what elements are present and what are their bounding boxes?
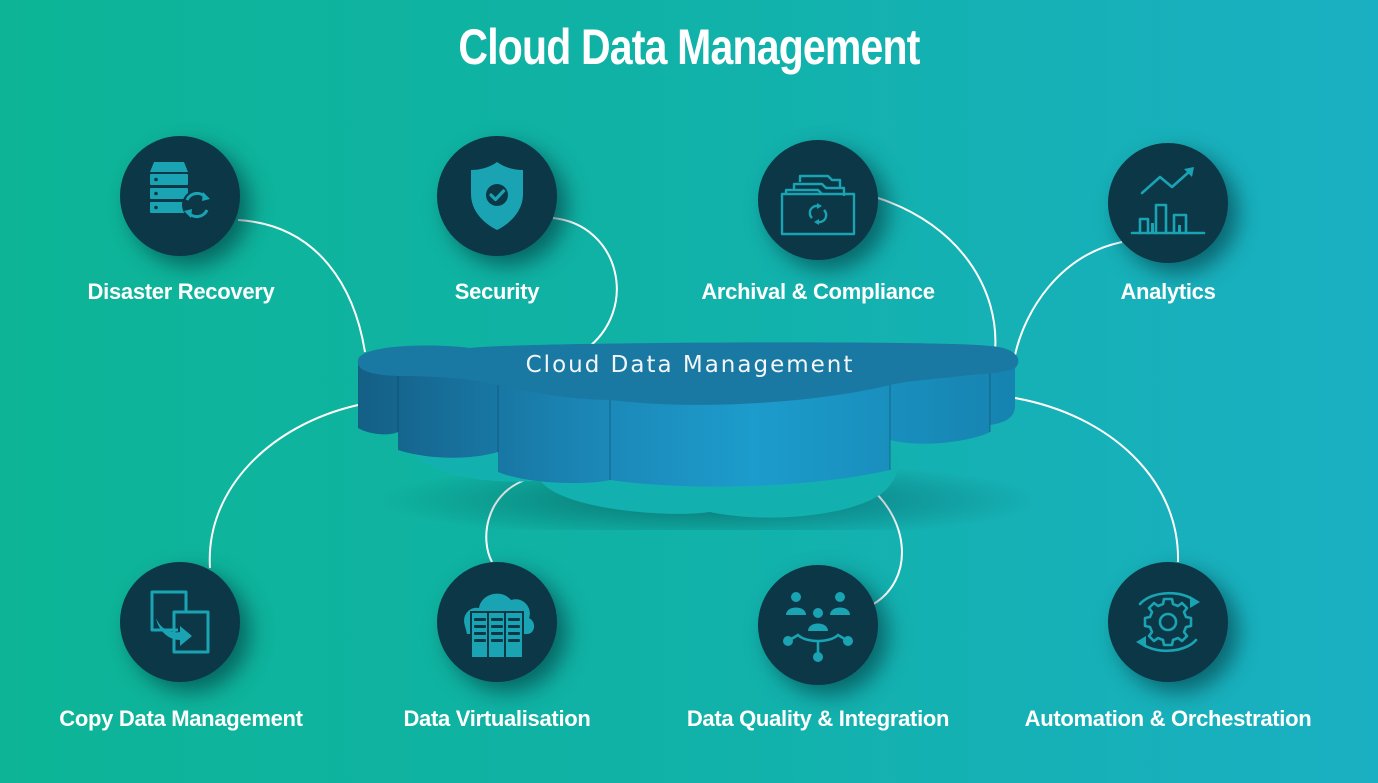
node-archival-compliance[interactable] (758, 140, 878, 260)
gear-cycle-icon (1136, 591, 1200, 653)
node-circle (120, 562, 240, 682)
cloud-servers-icon (464, 593, 535, 659)
node-circle (758, 565, 878, 685)
cloud-3d-shape (357, 342, 1040, 540)
node-circle (758, 140, 878, 260)
connector-archival (877, 197, 997, 353)
node-label-automation-orchestration: Automation & Orchestration (1024, 706, 1312, 731)
node-label-data-quality-integration: Data Quality & Integration (686, 706, 950, 731)
central-cloud: Cloud Data Management (350, 340, 1040, 540)
shield-check-icon (471, 162, 523, 230)
node-data-quality-integration[interactable] (758, 565, 878, 685)
connector-disaster-recovery (237, 219, 366, 353)
node-circle (437, 136, 557, 256)
node-circle (1108, 562, 1228, 682)
copy-transfer-icon (150, 590, 210, 654)
node-disaster-recovery[interactable] (120, 136, 240, 256)
connector-copy-data (208, 404, 359, 569)
connector-security (552, 217, 618, 351)
bar-chart-trend-icon (1130, 167, 1206, 235)
connector-analytics (1014, 241, 1123, 356)
node-label-analytics: Analytics (1120, 279, 1216, 304)
page-title: Cloud Data Management (458, 19, 920, 75)
people-network-icon (783, 592, 853, 662)
central-cloud-label: Cloud Data Management (525, 352, 855, 378)
node-circle (120, 136, 240, 256)
node-circle (1108, 143, 1228, 263)
connector-automation (1014, 397, 1180, 563)
node-data-virtualisation[interactable] (437, 562, 557, 682)
file-drawer-sync-icon (780, 174, 856, 236)
node-copy-data-management[interactable] (120, 562, 240, 682)
node-label-security: Security (454, 279, 540, 304)
node-circle (437, 562, 557, 682)
server-sync-icon (150, 162, 212, 220)
node-label-archival-compliance: Archival & Compliance (701, 279, 935, 304)
node-analytics[interactable] (1108, 143, 1228, 263)
node-automation-orchestration[interactable] (1108, 562, 1228, 682)
node-label-copy-data-management: Copy Data Management (59, 706, 303, 731)
node-label-disaster-recovery: Disaster Recovery (87, 279, 275, 304)
node-security[interactable] (437, 136, 557, 256)
node-label-data-virtualisation: Data Virtualisation (403, 706, 591, 731)
